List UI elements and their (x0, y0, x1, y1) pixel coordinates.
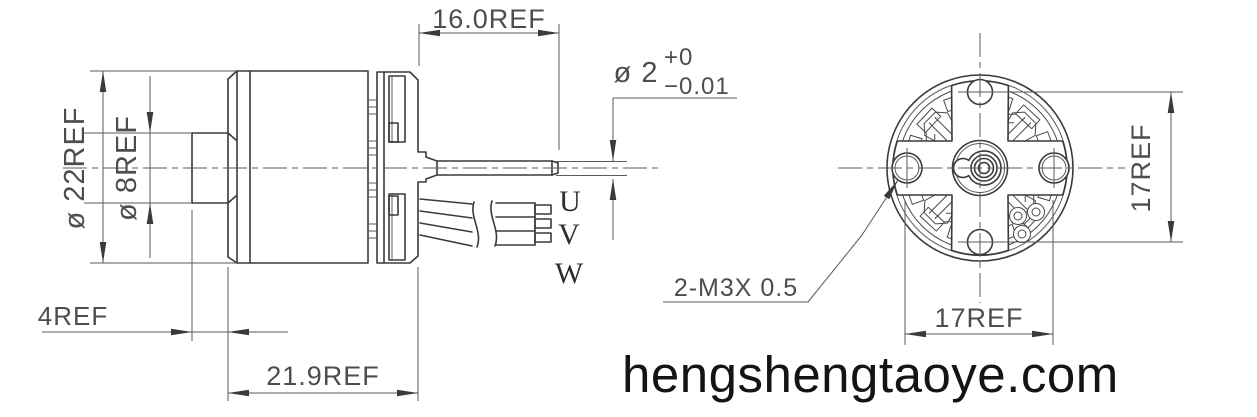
front-view: 2-M3X 0.5 17REF 17REF (663, 33, 1183, 345)
side-view: ø 22REF ø 8REF 4REF 21.9REF (38, 4, 737, 401)
wire-break-line (472, 201, 480, 248)
connector-pin-u (534, 204, 552, 215)
dim-hole-spacing-horizontal: 17REF (904, 200, 1054, 345)
label-shaft-tolerance-minus: −0.01 (664, 73, 730, 100)
dim-body-diameter: ø 22REF (59, 70, 237, 264)
dim-boss-length: 4REF (38, 210, 288, 401)
label-boss-length: 4REF (38, 301, 108, 331)
dim-shaft-extension: 16.0REF (418, 4, 560, 150)
dim-boss-diameter: ø 8REF (84, 76, 192, 258)
dim-hole-spacing-vertical: 17REF (997, 91, 1183, 243)
wire-terminal-holes (1009, 203, 1045, 243)
label-phase-v: V (558, 218, 580, 251)
rotor-bell-housing (227, 70, 369, 264)
dim-shaft-diameter: ø 2 +0 −0.01 (609, 44, 737, 240)
watermark-text: hengshengtaoye.com (622, 346, 1119, 403)
label-hole-spacing-vertical: 17REF (1126, 123, 1156, 212)
label-phase-u: U (559, 185, 581, 218)
label-boss-diameter: ø 8REF (111, 115, 143, 221)
connector-pin-w (534, 232, 552, 243)
label-thread-callout: 2-M3X 0.5 (674, 274, 798, 302)
stator-lamination-ticks (369, 99, 377, 239)
dim-body-length: 21.9REF (228, 267, 419, 401)
label-body-length: 21.9REF (266, 361, 380, 391)
leader-arrow (861, 179, 899, 236)
label-shaft-extension: 16.0REF (432, 4, 546, 34)
connector-pin-v (534, 218, 552, 229)
label-phase-w: W (555, 257, 584, 290)
thread-callout: 2-M3X 0.5 (663, 179, 899, 303)
label-body-diameter: ø 22REF (59, 106, 91, 229)
label-shaft-diameter: ø 2 (614, 57, 659, 89)
label-hole-spacing-horizontal: 17REF (934, 303, 1023, 333)
lead-wires (419, 198, 552, 248)
label-shaft-tolerance-plus: +0 (664, 44, 693, 71)
